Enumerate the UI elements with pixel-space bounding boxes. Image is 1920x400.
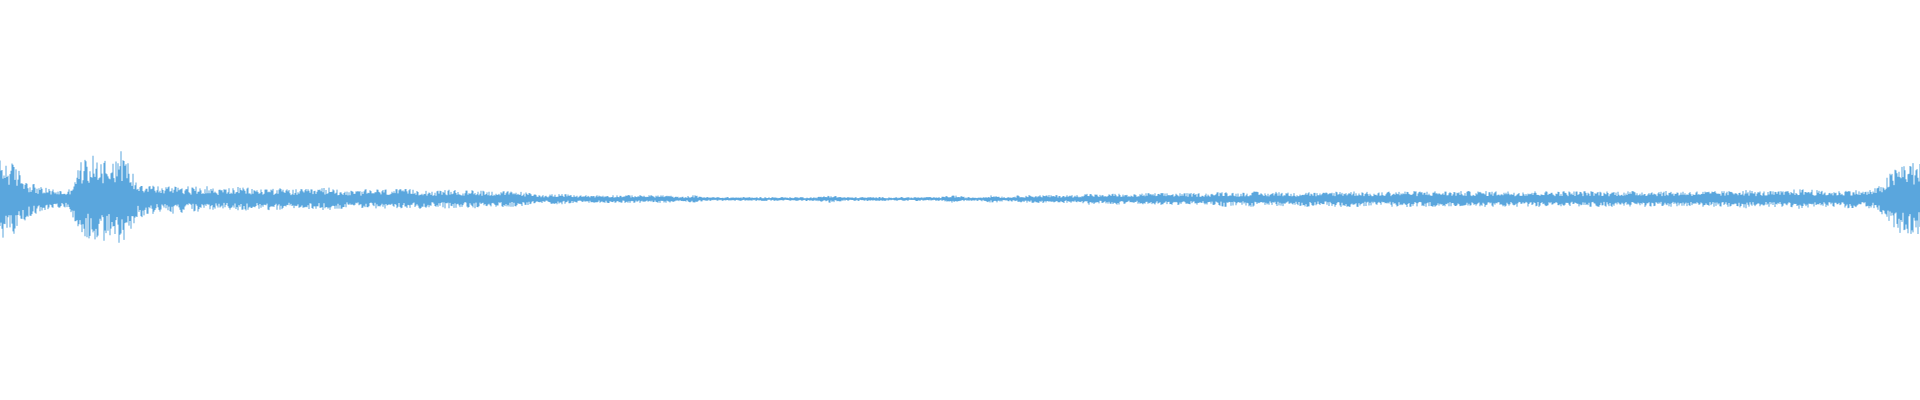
waveform-signal xyxy=(0,151,1920,243)
